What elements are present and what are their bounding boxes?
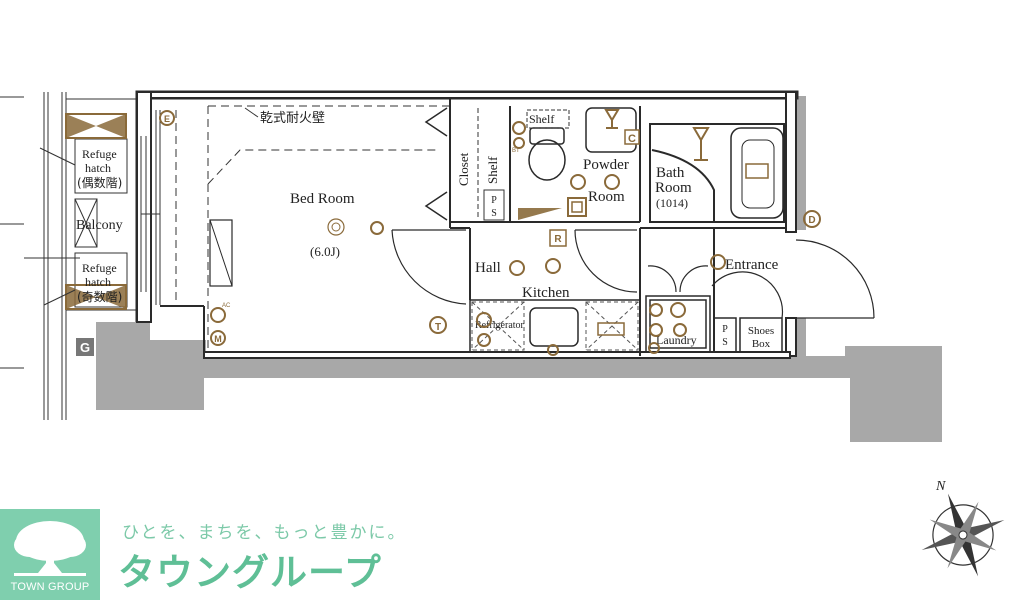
closet-shelf-label: Shelf [485, 156, 500, 184]
c-symbol: C [628, 133, 636, 145]
r-symbol-box [549, 229, 567, 247]
bed-room [160, 98, 470, 356]
closet-label: Closet [456, 152, 471, 186]
ps-box-1-s: S [491, 208, 497, 219]
logo-company-name: TOWN GROUP [10, 581, 90, 593]
laundry-label: Laundry [656, 333, 697, 347]
refuge-top-line2: hatch [85, 161, 111, 175]
toilet [528, 127, 566, 181]
right-wall-upper [785, 91, 797, 233]
shoes-box-label-1: Shoes [748, 325, 774, 337]
powder-shelf [526, 109, 570, 129]
air-conditioner-diag [209, 219, 233, 287]
fire-wall-leader [244, 107, 259, 118]
right-wall-lower [785, 317, 797, 357]
compass-north-label: N [935, 479, 946, 494]
refuge-bottom-odd: (奇数階) [77, 289, 122, 304]
refuge-bottom-line2: hatch [85, 275, 111, 289]
powder-shelf-label: Shelf [529, 112, 554, 126]
dry-fire-wall [175, 105, 450, 350]
tree-icon [14, 521, 86, 576]
powder-room-label-2: Room [588, 189, 625, 205]
bed-room-size: (6.0J) [310, 244, 340, 259]
hall-label: Hall [475, 260, 501, 276]
logo-tagline: ひとを、まちを、もっと豊かに。 [122, 523, 407, 543]
kitchen-label: Kitchen [522, 285, 570, 301]
ps-box-2-s: S [722, 337, 728, 348]
ceiling-light-inner [331, 222, 341, 232]
entrance-label: Entrance [725, 257, 779, 273]
bath-room [649, 123, 785, 223]
e-symbol: E [164, 114, 170, 124]
stove [597, 322, 625, 336]
r-symbol: R [554, 234, 562, 245]
outer-walls [135, 90, 799, 358]
refrigerator-label: Refrigerator [475, 320, 525, 331]
even-floor-leader [39, 147, 76, 166]
shoes-box-label-2: Box [752, 338, 771, 350]
refuge-hatch-bottom [65, 284, 127, 310]
ps-box-2-p: P [722, 324, 728, 335]
top-wall [136, 91, 798, 99]
ps-box-1-p: P [491, 195, 497, 206]
refuge-top-line1: Refuge [82, 147, 117, 161]
bathtub [730, 127, 784, 219]
bath-room-label-2: Room [655, 180, 692, 196]
bath-size-label: (1014) [656, 196, 688, 210]
refuge-hatch-top [65, 113, 127, 139]
refrigerator-space [471, 301, 639, 351]
sensor-icons [604, 109, 710, 161]
powder-step-mask [518, 208, 562, 220]
bath-controller [745, 163, 769, 179]
dry-fire-wall-label: 乾式耐火壁 [260, 111, 325, 126]
powder-room-label-1: Powder [583, 157, 629, 173]
d-symbol: D [808, 215, 815, 226]
bath-room-label-1: Bath [656, 165, 685, 181]
closet-doors [424, 107, 448, 221]
refuge-top-even: (偶数階) [77, 175, 122, 190]
refuge-bottom-line1: Refuge [82, 261, 117, 275]
ps-box-1 [483, 189, 505, 221]
balcony-label: Balcony [76, 218, 123, 233]
balcony-window [140, 110, 161, 305]
t-symbol: T [435, 322, 441, 333]
bt-symbol: BT [512, 148, 520, 154]
air-conditioner [209, 219, 233, 287]
kitchen-counter [469, 299, 641, 353]
c-symbol-box [624, 129, 640, 145]
g-symbol-box [76, 338, 94, 356]
odd-floor-leader [43, 289, 76, 306]
logo-brand-name: タウングループ [118, 551, 382, 594]
kitchen-sink [529, 307, 579, 347]
powder-room [510, 106, 641, 223]
fixture-symbols [159, 110, 821, 356]
bed-room-label: Bed Room [290, 191, 355, 207]
ceiling-light [327, 218, 345, 236]
doors [391, 229, 875, 319]
ac-symbol: AC [222, 303, 231, 309]
compass-rose [921, 493, 1005, 577]
m-symbol: M [214, 334, 222, 344]
powder-vent [567, 197, 587, 217]
town-group-logo: TOWN GROUP [0, 509, 100, 600]
g-symbol: G [80, 340, 90, 355]
powder-vent-inner [571, 201, 583, 213]
bottom-wall [203, 351, 791, 359]
left-wall [136, 91, 152, 323]
bathtub-inner [741, 139, 775, 209]
closet [449, 106, 511, 223]
